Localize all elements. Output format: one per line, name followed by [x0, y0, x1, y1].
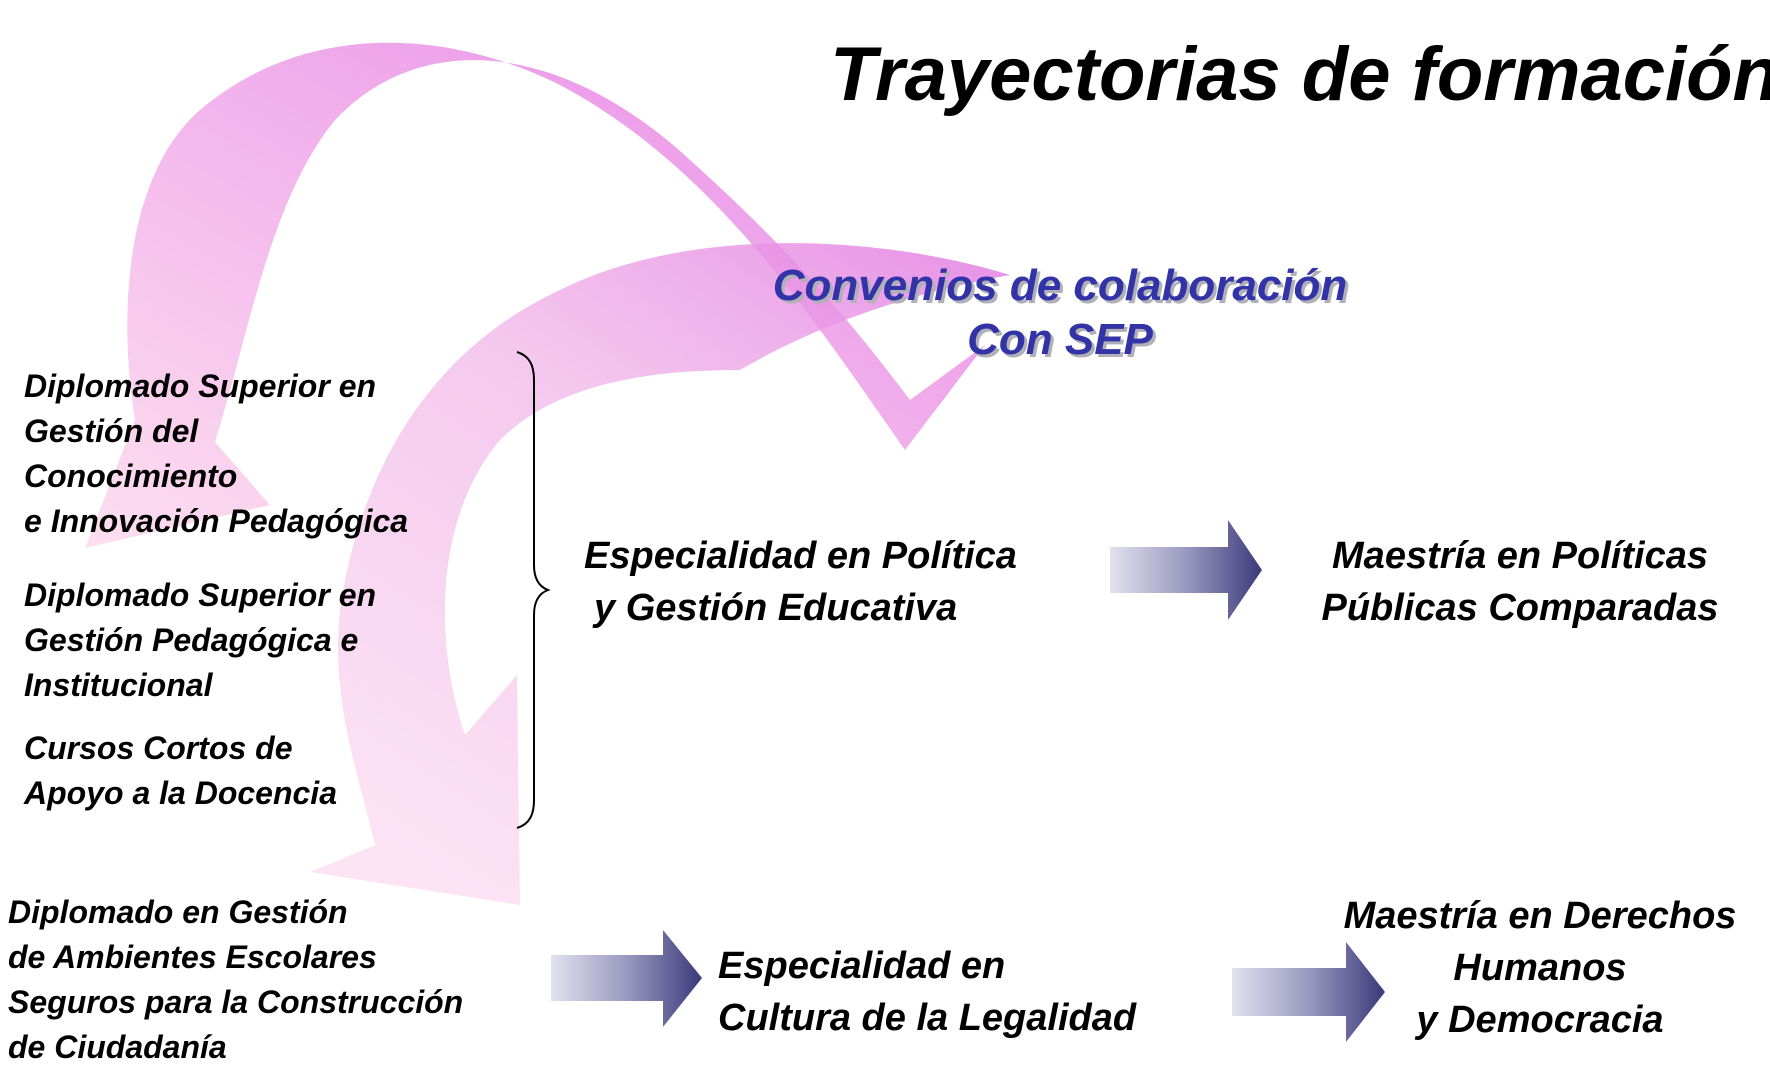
text-line: Especialidad en Política [584, 535, 1017, 577]
text-line: Diplomado Superior en [24, 577, 377, 613]
text-line: Cultura de la Legalidad [718, 997, 1137, 1039]
text-line: Maestría en Políticas [1332, 535, 1708, 577]
convenios-label-line-1: Convenios de colaboración [772, 261, 1348, 310]
diplomado-gestion-pedagogica: Diplomado Superior en Gestión Pedagógica… [24, 573, 376, 708]
maestria-politicas-publicas: Maestría en Políticas Públicas Comparada… [1280, 530, 1760, 634]
text-line: e Innovación Pedagógica [24, 503, 409, 539]
grouping-brace [516, 351, 551, 829]
text-line: Conocimiento [24, 458, 238, 494]
curved-arrow-small [310, 243, 1010, 905]
especialidad-politica-gestion: Especialidad en Política y Gestión Educa… [584, 530, 1017, 634]
diplomado-ambientes-escolares: Diplomado en Gestión de Ambientes Escola… [8, 890, 463, 1070]
text-line: Maestría en Derechos [1343, 895, 1737, 937]
text-line: Gestión Pedagógica e [24, 622, 359, 658]
text-line: de Ciudadanía [8, 1029, 227, 1065]
text-line: de Ambientes Escolares [8, 939, 377, 975]
text-line: Gestión del [24, 413, 199, 449]
convenios-label-line-2: Con SEP [967, 315, 1153, 364]
text-line: y Democracia [1416, 999, 1664, 1041]
maestria-derechos-humanos: Maestría en Derechos Humanos y Democraci… [1300, 890, 1770, 1046]
block-arrow-esp2-to-mae2 [1232, 942, 1385, 1042]
text-line: y Gestión Educativa [594, 587, 958, 629]
text-line: Apoyo a la Docencia [24, 775, 337, 811]
page-title: Trayectorias de formación [830, 32, 1770, 117]
especialidad-cultura-legalidad: Especialidad en Cultura de la Legalidad [718, 940, 1136, 1044]
text-line: Diplomado en Gestión [8, 894, 348, 930]
text-line: Cursos Cortos de [24, 730, 293, 766]
text-line: Humanos [1453, 947, 1627, 989]
diplomado-gestion-conocimiento: Diplomado Superior en Gestión del Conoci… [24, 364, 408, 544]
cursos-cortos: Cursos Cortos de Apoyo a la Docencia [24, 726, 337, 816]
text-line: Públicas Comparadas [1321, 587, 1719, 629]
block-arrow-dipl-to-esp2 [551, 930, 702, 1027]
text-line: Diplomado Superior en [24, 368, 377, 404]
text-line: Seguros para la Construcción [8, 984, 464, 1020]
text-line: Institucional [24, 667, 213, 703]
block-arrow-esp1-to-mae1 [1110, 520, 1262, 620]
text-line: Especialidad en [718, 945, 1006, 987]
